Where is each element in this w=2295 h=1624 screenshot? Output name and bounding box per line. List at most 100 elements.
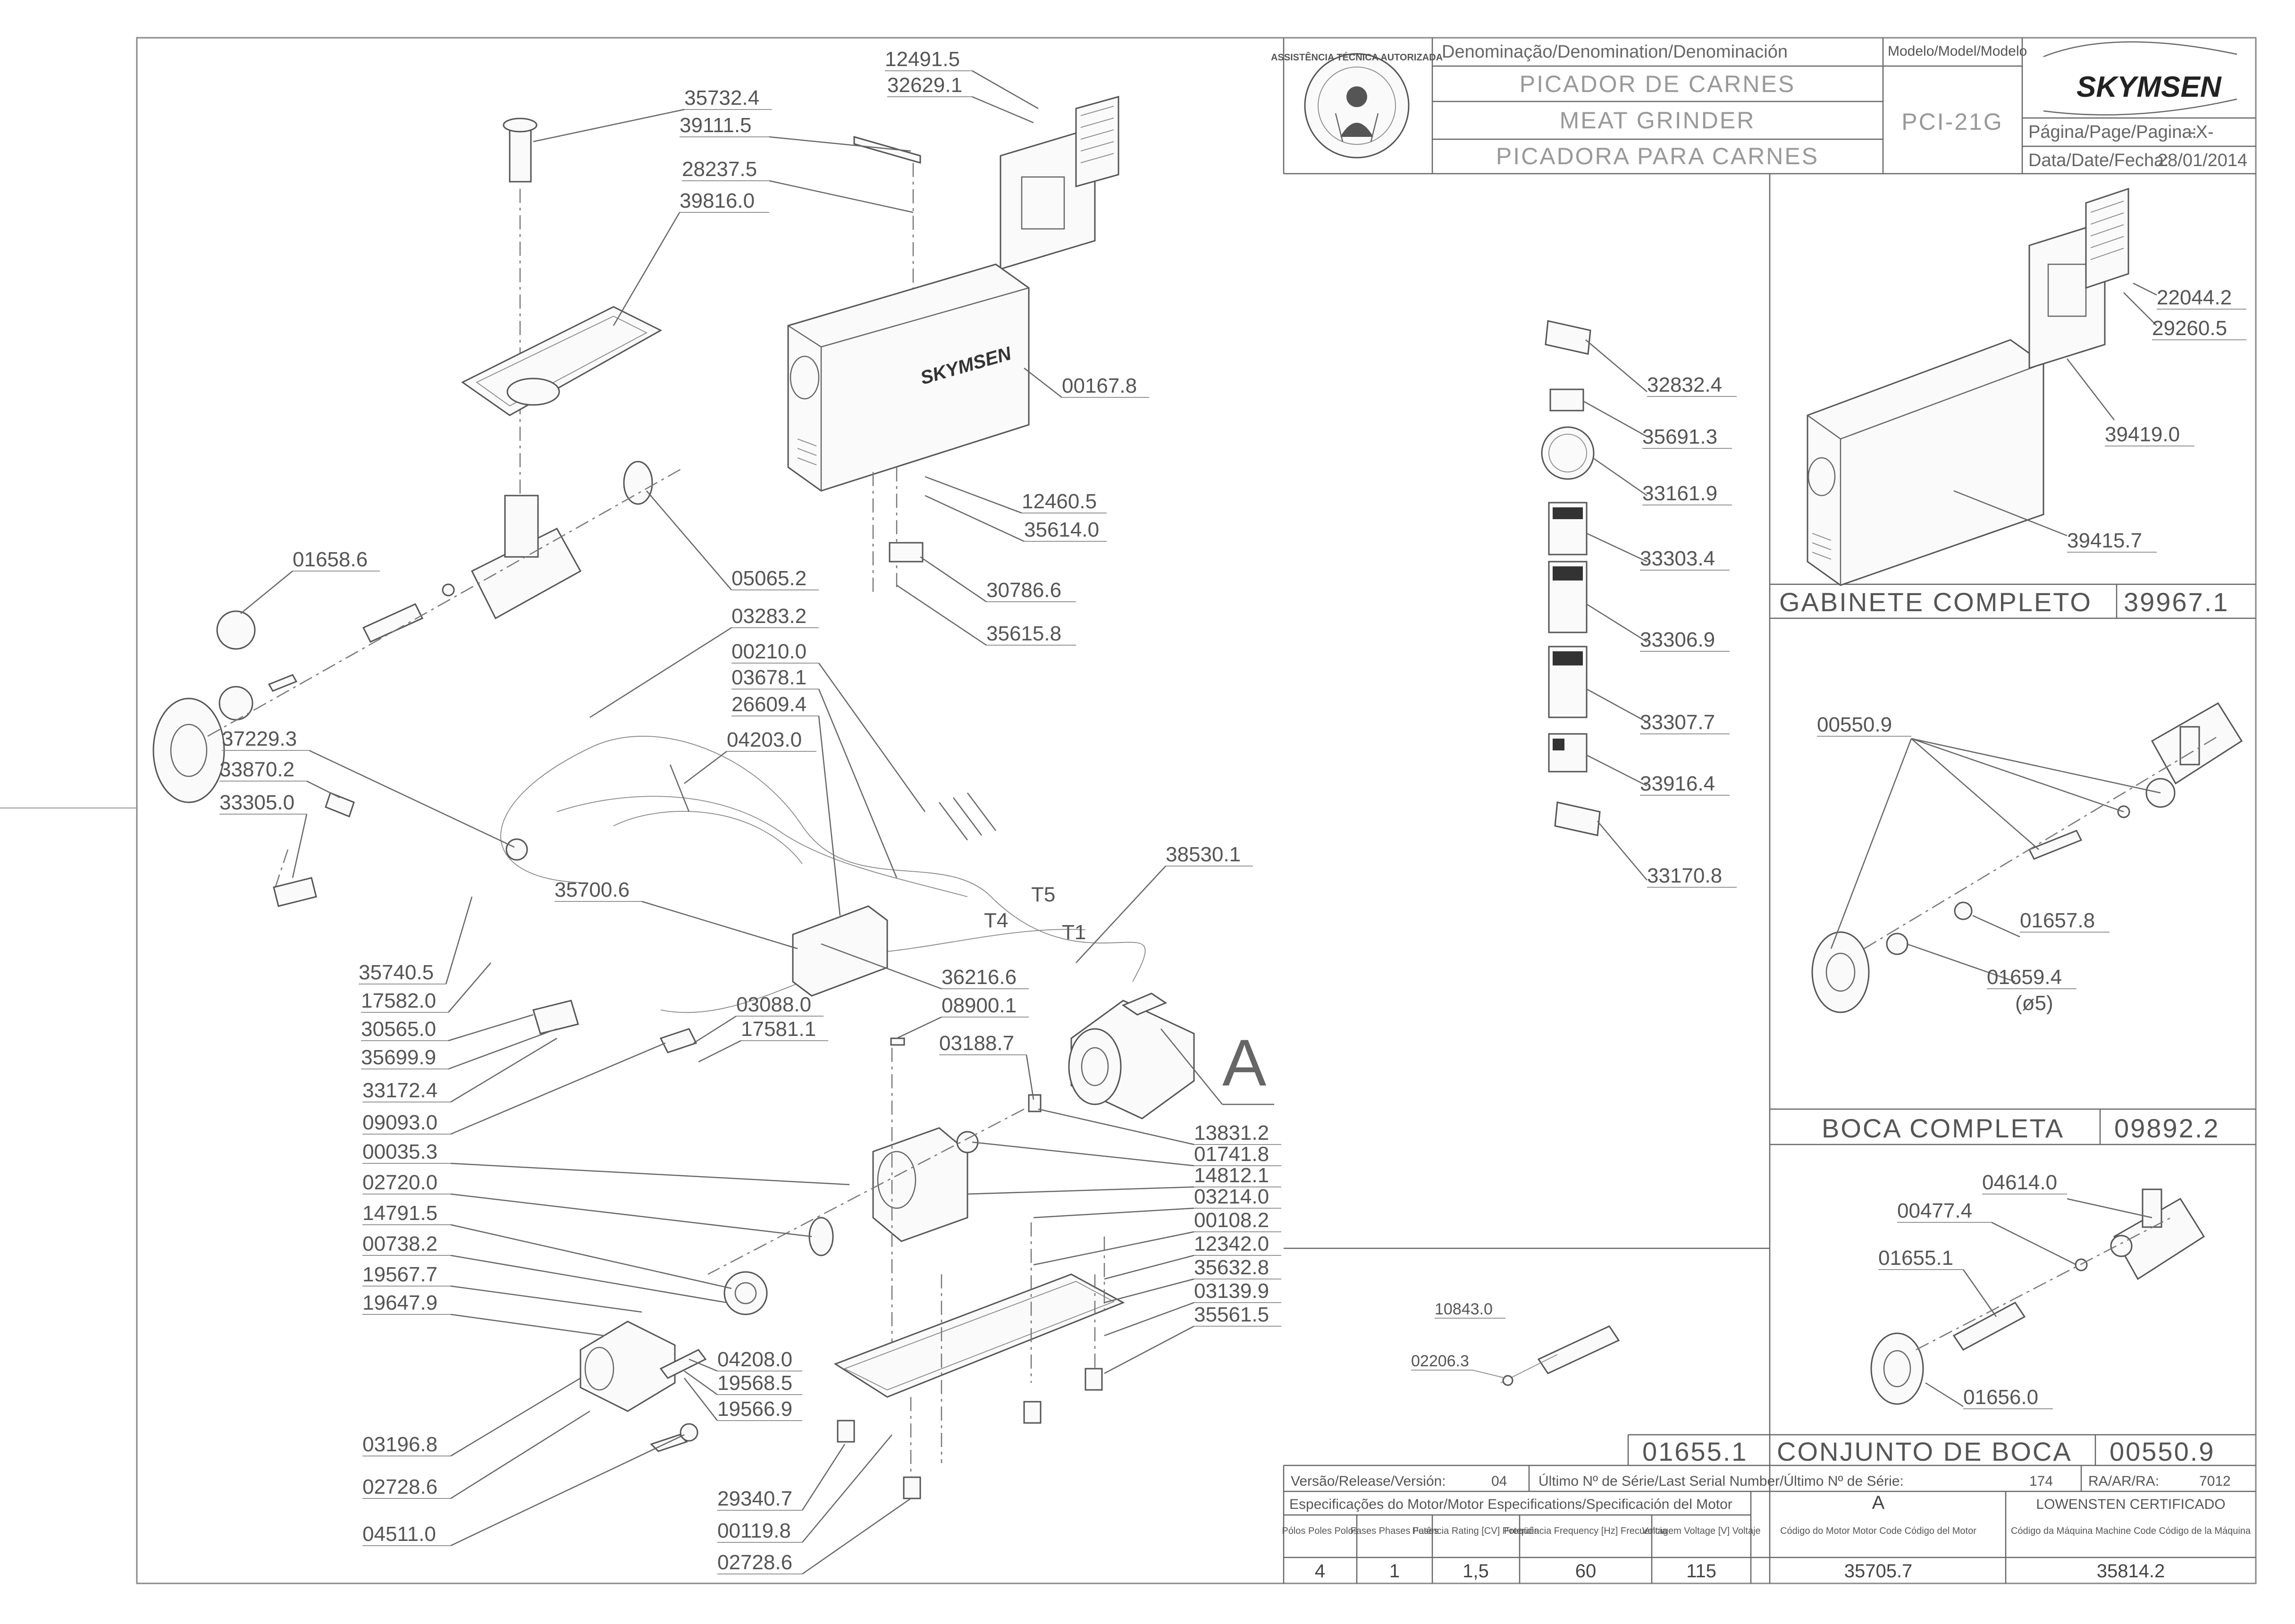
electric-motor: A [1068,993,1274,1119]
motor-spec-label: Especificações do Motor/Motor Especifica… [1289,1497,1732,1512]
callout: 00108.2 [1194,1209,1269,1232]
decals-column: 32832.4 35691.3 33161.9 33303.4 33306.9 … [1541,320,1737,888]
callout: (ø5) [2015,992,2053,1015]
callout: 29340.7 [717,1487,792,1510]
callout: 03139.9 [1194,1279,1269,1303]
callout: 01658.6 [293,548,368,571]
col-frequency: Freqüência Frequency [Hz] Frecuencia [1504,1526,1668,1536]
panel-code: 00550.9 [2110,1437,2215,1466]
callout: 29260.5 [2152,317,2227,340]
callout: 38530.1 [1166,843,1241,866]
callout: 32832.4 [1647,373,1722,396]
callout: 32629.1 [887,74,962,97]
callout: 13831.2 [1194,1121,1269,1144]
product-name-en: MEAT GRINDER [1560,107,1756,134]
callout: 00167.8 [1062,374,1137,397]
callout: 03214.0 [1194,1185,1269,1208]
callout: 33307.7 [1640,711,1715,734]
callout: 22044.2 [2157,286,2232,309]
panel-title: GABINETE COMPLETO [1779,587,2092,617]
callout: 33305.0 [219,791,294,814]
callout: 04511.0 [362,1523,436,1546]
callout: 03678.1 [731,666,807,689]
callout: 03283.2 [731,605,807,628]
denomination-label: Denominação/Denomination/Denominación [1442,42,1788,62]
callout: 14791.5 [362,1202,437,1225]
ra-label: RA/AR/RA: [2088,1473,2159,1489]
callout: 35691.3 [1642,425,1717,448]
page-value: -X- [2190,122,2214,142]
col-poles: Pólos Poles Polos [1282,1526,1358,1536]
title-block: ASSISTÊNCIA TÉCNICA AUTORIZADA Denominaç… [1271,38,2256,175]
callout: 00550.9 [1817,713,1892,736]
callout: 17582.0 [361,989,436,1012]
serial-label: Último Nº de Série/Last Serial Number/Úl… [1538,1473,1904,1489]
callout: 09093.0 [362,1111,437,1134]
motor-cabinet: SKYMSEN [787,263,1030,492]
callout: 33303.4 [1640,547,1715,570]
callout: 36216.6 [942,966,1017,989]
callout: 19566.9 [717,1397,792,1421]
callout: 12460.5 [1022,490,1097,513]
callout: 10843.0 [1435,1300,1493,1318]
callout: 03188.7 [939,1032,1014,1055]
callout: 02720.0 [362,1171,437,1194]
drawing-frame [136,37,2257,1584]
callout: 26609.4 [731,693,807,716]
callout: 33916.4 [1640,772,1715,795]
motor-brand: LOWENSTEN CERTIFICADO [2036,1497,2225,1512]
callout: 00477.4 [1897,1199,1972,1222]
callout: 17581.1 [741,1018,816,1041]
callout: 02728.6 [362,1475,437,1498]
callout: 35632.8 [1194,1256,1269,1279]
wire-label: T1 [1062,921,1086,944]
frequency-value: 60 [1575,1561,1597,1582]
footer-table: Versão/Release/Versión: 04 Último Nº de … [1282,1464,2256,1583]
callout: 02206.3 [1411,1352,1469,1370]
callout: 35614.0 [1024,518,1099,541]
product-name-es: PICADORA PARA CARNES [1496,143,1819,169]
callout: 00738.2 [362,1232,437,1255]
callout: 35732.4 [684,86,759,109]
phases-value: 1 [1389,1561,1400,1582]
callout: 03196.8 [362,1433,437,1456]
callout: 14812.1 [1194,1164,1269,1187]
brand-name: SKYMSEN [2076,71,2222,103]
callout: 08900.1 [942,994,1017,1017]
col-rating: Potência Rating [CV] Potencia [1412,1526,1539,1536]
callout: 00119.8 [717,1519,791,1542]
panel-title: CONJUNTO DE BOCA [1777,1437,2072,1466]
callout: 04614.0 [1982,1171,2057,1194]
voltage-value: 115 [1686,1561,1716,1582]
callout: 05065.2 [731,567,807,590]
callout: 30786.6 [986,579,1061,602]
cabinet-complete-panel: 22044.2 29260.5 39419.0 39415.7 GABINETE… [1779,187,2246,617]
machine-code-value: 35814.2 [2097,1561,2165,1582]
authorized-service-seal: ASSISTÊNCIA TÉCNICA AUTORIZADA [1271,51,1443,159]
mouth-complete-panel: 00550.9 01657.8 01659.4 (ø5) BOCA COMPLE… [1811,702,2243,1143]
page-label: Página/Page/Pagina: [2028,122,2197,142]
model-label: Modelo/Model/Modelo [1888,43,2027,59]
callout: 33161.9 [1642,482,1717,505]
panel-code: 39967.1 [2124,587,2229,617]
callout: 19568.5 [717,1372,792,1395]
rating-value: 1,5 [1463,1561,1489,1582]
callout: 33870.2 [219,758,294,781]
callout: 00210.0 [731,640,807,663]
callout: 33306.9 [1640,628,1715,651]
col-phases: Fases Phases Fases [1351,1526,1439,1536]
callout: 01656.0 [1963,1386,2038,1409]
version-label: Versão/Release/Versión: [1291,1473,1446,1489]
callout: 01657.8 [2020,909,2095,932]
callout: 39111.5 [680,114,752,137]
wire-label: T4 [984,909,1008,932]
seal-text: ASSISTÊNCIA TÉCNICA AUTORIZADA [1271,51,1443,63]
panel-title: BOCA COMPLETA [1822,1113,2064,1143]
callout: 12491.5 [885,48,960,71]
callout: 33172.4 [362,1079,437,1102]
callout: 04208.0 [717,1348,792,1371]
callout: 01659.4 [1987,966,2062,989]
callout: 02728.6 [717,1551,792,1574]
callout: 28237.5 [682,158,757,181]
